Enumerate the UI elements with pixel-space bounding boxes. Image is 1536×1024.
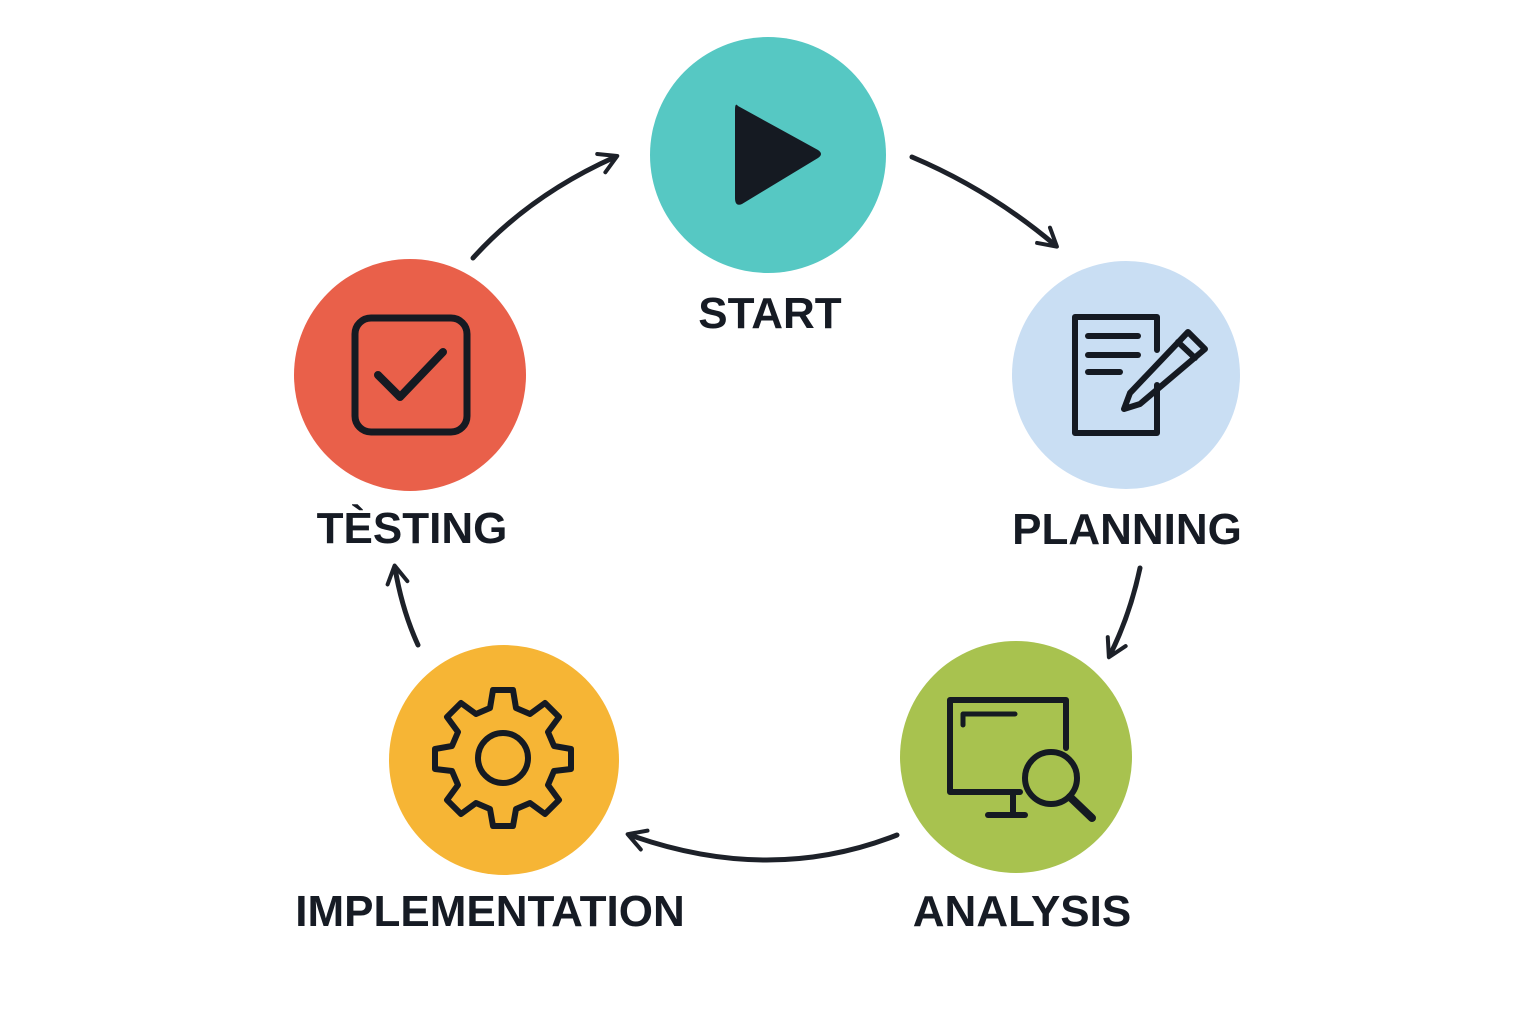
stage-label: START <box>698 289 842 338</box>
document-pencil-icon <box>1072 314 1208 436</box>
arrow-start-to-planning <box>909 154 1059 249</box>
stage-label: PLANNING <box>1012 505 1242 554</box>
stage-implementation: IMPLEMENTATION <box>295 645 685 936</box>
implementation-circle <box>389 645 619 875</box>
planning-circle <box>1012 261 1240 489</box>
stage-label: IMPLEMENTATION <box>295 887 684 936</box>
analysis-circle <box>900 641 1132 873</box>
play-icon <box>735 104 821 205</box>
arrow-analysis-to-implementation <box>625 828 900 863</box>
stage-label: TÈSTING <box>317 503 508 553</box>
monitor-magnifier-icon <box>947 697 1096 822</box>
arrow-testing-to-start <box>470 151 620 261</box>
arrow-implementation-to-testing <box>385 563 421 648</box>
stage-start: START <box>650 37 886 338</box>
stage-analysis: ANALYSIS <box>900 641 1132 936</box>
stage-label: ANALYSIS <box>913 887 1131 936</box>
stage-planning: PLANNING <box>1012 261 1242 554</box>
stage-testing: TÈSTING <box>294 259 526 553</box>
testing-circle <box>294 259 526 491</box>
gear-icon <box>432 687 574 829</box>
checkbox-icon <box>351 314 471 436</box>
arrow-planning-to-analysis <box>1105 565 1143 660</box>
